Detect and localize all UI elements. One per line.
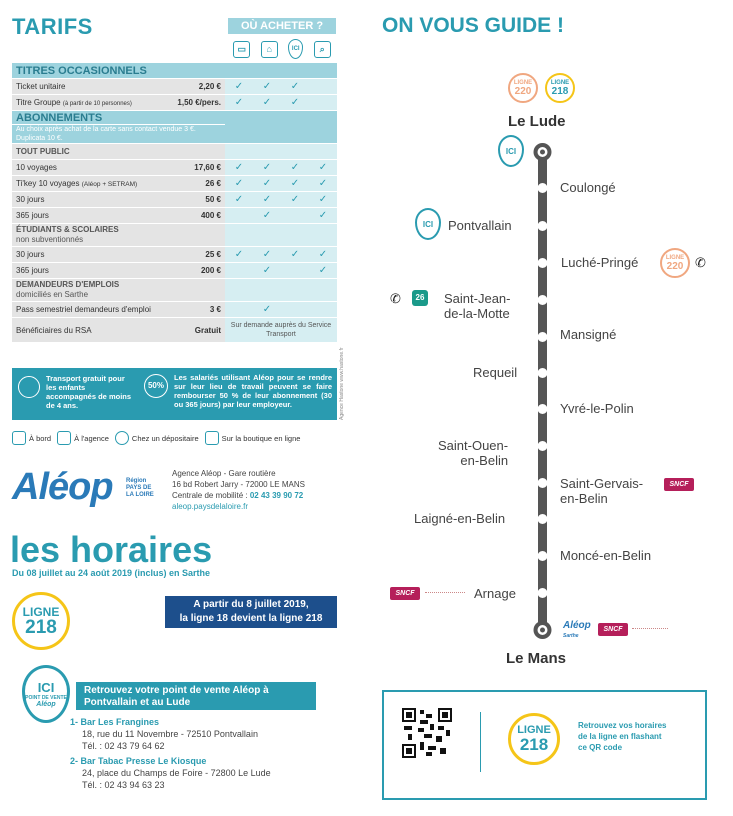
aleop-logo: Aléop [12,466,114,508]
point-vente-name: 1- Bar Les Frangines [70,717,160,727]
section-abonnements: ABONNEMENTS [12,110,225,125]
table-row: Ti'key 10 voyages (Aléop + SETRAM)26 €✓✓… [12,175,337,192]
stop-saint-ouen: Saint-Ouen-en-Belin [438,438,509,468]
side-credit: Agence Hastone www.hastone.fr [339,347,345,420]
divider [480,712,481,772]
online-shop-icon: ⌕ [313,40,331,58]
fifty-percent-badge: 50% [144,374,168,398]
phone-icon: ✆ [695,255,706,270]
stop-pontvallain: Pontvallain [448,218,512,233]
points-vente-list: 1- Bar Les Frangines 18, rue du 11 Novem… [70,717,271,790]
stop-arnage: Arnage [474,586,516,601]
stop-saint-gervais: Saint-Gervais-en-Belin [560,476,644,506]
info-free-children: Transport gratuit pour les enfants accom… [46,374,132,410]
point-vente-name: 2- Bar Tabac Presse Le Kiosque [70,756,207,766]
stop-laigne-en-belin: Laigné-en-Belin [414,511,506,526]
sncf-logo: SNCF [390,587,420,600]
stop-mansigne: Mansigné [560,327,617,342]
agency-icon: ⌂ [260,40,278,58]
section-tout-public: TOUT PUBLIC [12,143,225,160]
tram-logo [632,628,668,632]
phone-icon: ✆ [390,291,401,306]
terminus-le-lude: Le Lude [508,113,566,130]
stop-saint-jean: Saint-Jean-de-la-Motte [444,291,511,321]
ligne-218-badge: LIGNE 218 [508,713,560,765]
sncf-logo: SNCF [598,623,628,636]
ici-point-vente-icon: ICI POINT DE VENTE Aléop [22,665,70,723]
section-occasionnels: TITRES OCCASIONNELS [12,63,225,79]
terminus-le-mans: Le Mans [506,650,567,667]
depositaire-pin-icon: ICI [288,39,304,59]
bus-icon: ▭ [233,40,251,58]
tarifs-title: TARIFS [12,14,93,39]
section-etudiants: ÉTUDIANTS & SCOLAIRES [16,225,119,234]
bus-26-icon: 26 [412,290,428,306]
aleop-website-link[interactable]: aleop.paysdelaloire.fr [172,502,249,511]
child-icon [18,376,40,398]
qr-instructions: Retrouvez vos horaires de la ligne en fl… [578,721,667,752]
table-row: Titre Groupe (à partir de 10 personnes)1… [12,94,337,111]
stop-coulonge: Coulongé [560,180,616,195]
line-change-notice: A partir du 8 juillet 2019, la ligne 18 … [165,596,337,628]
qr-section [382,690,707,800]
guide-title: ON VOUS GUIDE ! [382,14,565,37]
info-box: Transport gratuit pour les enfants accom… [12,368,337,420]
ici-pin-icon: ICI [498,135,524,167]
sncf-logo: SNCF [664,478,694,491]
section-demandeurs: DEMANDEURS D'EMPLOIS [16,280,120,289]
online-shop-icon [204,431,219,445]
abonnements-note: Au choix après achat de la carte sans co… [12,124,225,144]
purchase-legend: À bord À l'agence Chez un dépositaire Su… [12,431,342,445]
agency-icon [57,431,72,445]
stop-requeil: Requeil [473,365,518,380]
ici-pin-icon: ICI [415,208,441,240]
stop-monce-en-belin: Moncé-en-Belin [560,548,652,563]
info-employer-refund: Les salariés utilisant Aléop pour se ren… [174,373,332,409]
agence-address: Agence Aléop - Gare routière 16 bd Rober… [172,469,305,511]
bus-icon [12,431,26,445]
horaires-title: les horaires [10,529,213,570]
purchase-icons-row: ▭ ⌂ ICI ⌕ [228,36,336,62]
qr-code[interactable] [402,708,452,758]
ligne-218-badge: LIGNE 218 [12,592,70,650]
stop-luche-pringe: Luché-Pringé [561,255,639,270]
depositaire-pin-icon [114,431,129,445]
horaires-dates: Du 08 juillet au 24 août 2019 (inclus) e… [12,568,211,578]
points-vente-header: Retrouvez votre point de vente Aléop à P… [76,682,316,710]
stop-yvre-le-polin: Yvré-le-Polin [560,401,634,416]
ou-acheter-header: OÙ ACHETER ? [228,18,336,34]
route-line [533,143,552,639]
tram-logo [425,592,465,596]
